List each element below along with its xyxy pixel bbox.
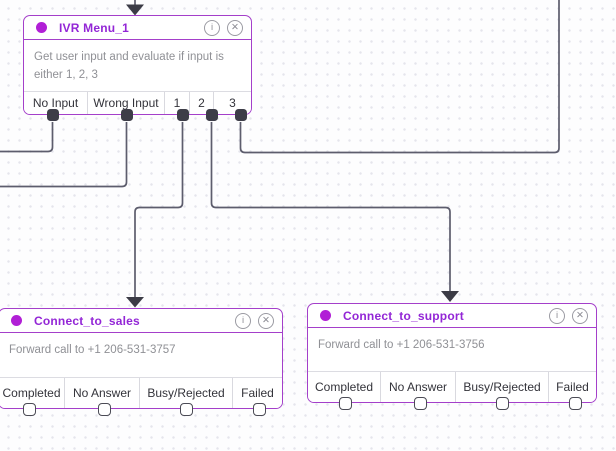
output-port-completed[interactable] (338, 397, 352, 410)
output-label-1: 1 (165, 92, 190, 114)
close-icon[interactable]: ✕ (572, 307, 588, 324)
connector-no-input[interactable] (0, 122, 54, 153)
info-icon[interactable]: i (549, 307, 565, 324)
widget-header[interactable]: Connect_to_support i ✕ (308, 304, 596, 328)
widget-connect-to-sales[interactable]: Connect_to_sales i ✕ Forward call to +1 … (0, 308, 283, 416)
output-port-failed[interactable] (252, 403, 266, 416)
widget-ivr-menu-1[interactable]: IVR Menu_1 i ✕ Get user input and evalua… (23, 15, 252, 121)
connector-output-1-to-sales[interactable] (126, 122, 184, 308)
connector-output-3[interactable] (239, 0, 560, 154)
output-port-failed[interactable] (568, 397, 582, 410)
output-port-busy-rejected[interactable] (495, 397, 509, 410)
widget-description: Forward call to +1 206-531-3756 (318, 339, 485, 351)
output-label-2: 2 (190, 92, 214, 114)
header-icons: i ✕ (235, 312, 274, 329)
close-icon[interactable]: ✕ (258, 312, 274, 329)
connector-incoming-to-ivr[interactable] (126, 0, 144, 16)
widget-outputs-row: Completed No Answer Busy/Rejected Failed (308, 371, 596, 402)
info-icon[interactable]: i (235, 312, 251, 329)
widget-type-dot (320, 310, 331, 321)
output-port-no-answer[interactable] (97, 403, 111, 416)
output-port-1[interactable] (177, 109, 189, 121)
header-icons: i ✕ (549, 307, 588, 324)
widget-type-dot (36, 22, 47, 33)
info-icon[interactable]: i (204, 19, 220, 36)
output-label-busy-rejected: Busy/Rejected (140, 378, 233, 408)
output-label-no-answer: No Answer (381, 372, 456, 402)
output-port-no-input[interactable] (47, 109, 59, 121)
output-port-2[interactable] (206, 109, 218, 121)
widget-header[interactable]: Connect_to_sales i ✕ (0, 309, 282, 333)
output-label-failed: Failed (241, 386, 274, 400)
connector-wrong-input[interactable] (0, 122, 128, 188)
widget-description: Forward call to +1 206-531-3757 (9, 344, 176, 356)
widget-header[interactable]: IVR Menu_1 i ✕ (24, 16, 251, 40)
output-label-no-answer: No Answer (65, 378, 140, 408)
widget-outputs-row: No Input Wrong Input 1 2 3 (24, 91, 251, 114)
output-label-completed: Completed (308, 372, 381, 402)
widget-outputs-row: Completed No Answer Busy/Rejected Failed (0, 377, 282, 408)
close-icon[interactable]: ✕ (227, 19, 243, 36)
widget-title: IVR Menu_1 (59, 20, 130, 35)
widget-title: Connect_to_sales (34, 313, 140, 328)
output-port-no-answer[interactable] (413, 397, 427, 410)
output-label-3: 3 (229, 96, 236, 110)
widget-description: Get user input and evaluate if input is … (34, 51, 224, 81)
output-port-3[interactable] (235, 109, 247, 121)
output-label-wrong-input: Wrong Input (88, 92, 165, 114)
output-label-no-input: No Input (24, 92, 88, 114)
output-port-busy-rejected[interactable] (179, 403, 193, 416)
connector-output-2-to-support[interactable] (210, 122, 460, 302)
widget-title: Connect_to_support (343, 308, 464, 323)
widget-type-dot (11, 315, 22, 326)
output-port-completed[interactable] (22, 403, 36, 416)
output-label-failed: Failed (556, 380, 589, 394)
output-port-wrong-input[interactable] (121, 109, 133, 121)
header-icons: i ✕ (204, 19, 243, 36)
widget-connect-to-support[interactable]: Connect_to_support i ✕ Forward call to +… (307, 303, 597, 410)
output-label-busy-rejected: Busy/Rejected (456, 372, 549, 402)
output-label-completed: Completed (0, 378, 65, 408)
